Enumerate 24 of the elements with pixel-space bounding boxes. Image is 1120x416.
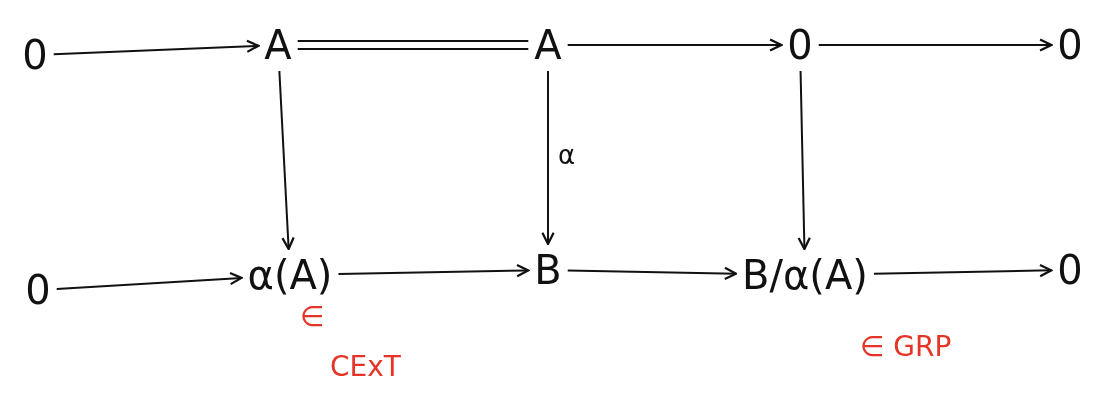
double-line <box>296 40 530 50</box>
membership-note: CExT <box>330 350 401 383</box>
membership-note: ∈ <box>300 300 325 333</box>
math-object-label: α(A) <box>245 253 335 297</box>
arrow <box>541 70 555 246</box>
arrow <box>55 271 243 290</box>
math-object-label: 0 <box>785 23 815 67</box>
math-object-label: A <box>532 23 564 67</box>
arrow <box>872 263 1053 278</box>
arrow <box>817 38 1053 52</box>
arrow <box>566 266 738 281</box>
math-object-label: 0 <box>23 268 53 312</box>
math-object-label: B <box>532 248 564 292</box>
arrow <box>337 263 530 278</box>
arrow <box>566 38 783 52</box>
math-object-label: 0 <box>1055 23 1085 67</box>
math-object-label: 0 <box>20 33 50 77</box>
math-object-label: B/α(A) <box>740 253 870 297</box>
math-object-label: A <box>262 23 294 67</box>
math-object-label: 0 <box>1055 248 1085 292</box>
arrow <box>52 39 260 56</box>
arrow <box>278 70 295 251</box>
membership-note: ∈ GRP <box>860 330 952 363</box>
arrow <box>797 70 811 251</box>
